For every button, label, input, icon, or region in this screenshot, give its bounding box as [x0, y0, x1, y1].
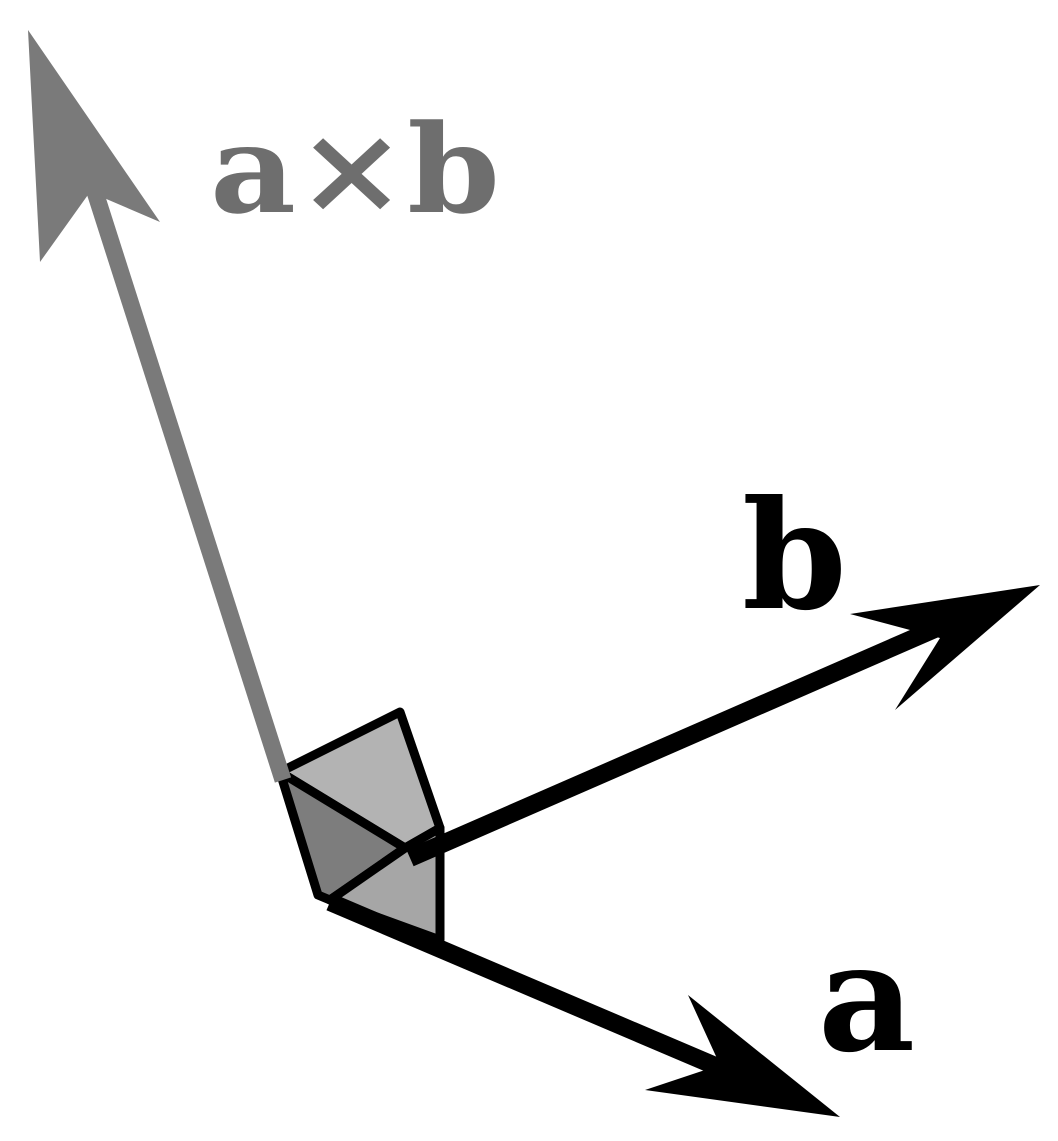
cross-product-arrowhead [28, 30, 160, 262]
vector-b-arrowhead [850, 585, 1040, 710]
vector-a [326, 893, 840, 1117]
right-angle-marker [275, 707, 445, 945]
cross-product-shaft [79, 167, 292, 783]
cross-product-vector [28, 30, 292, 783]
vector-b-shaft [406, 609, 964, 867]
label-b: b [742, 468, 847, 644]
label-a-cross-b: a×b [210, 97, 500, 241]
vector-a-arrowhead [645, 995, 840, 1117]
vector-a-shaft [326, 893, 764, 1094]
label-a: a [818, 910, 915, 1086]
vector-b [406, 585, 1040, 867]
